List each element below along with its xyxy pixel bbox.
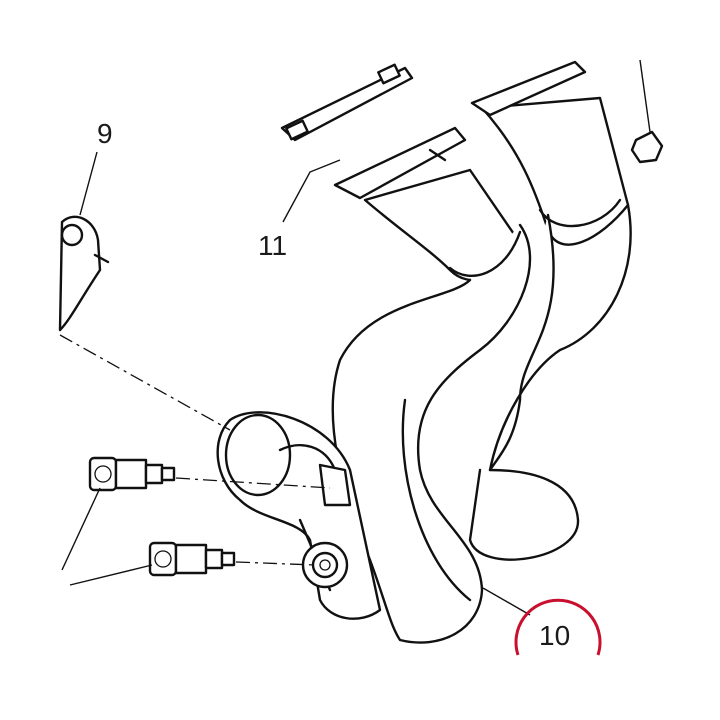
flange-front <box>333 126 467 200</box>
leader-line-upper-sensor <box>61 487 101 571</box>
callout-label-10[interactable]: 10 <box>539 620 571 651</box>
leader-line-9 <box>79 151 98 216</box>
oxygen-sensor-upper <box>88 456 176 492</box>
oxygen-sensor-9 <box>58 215 110 332</box>
callout-label-11: 11 <box>258 230 288 261</box>
oxygen-sensor-lower <box>148 541 236 577</box>
callout-label-9: 9 <box>97 118 113 149</box>
sensor-boss-upper <box>318 463 352 507</box>
rear-header-pipe <box>468 96 632 561</box>
flange-nut <box>630 59 664 164</box>
assembly-line-upper <box>175 477 331 489</box>
leader-line-10 <box>482 587 531 616</box>
sensor-boss-lower <box>301 541 349 589</box>
leader-line-lower-sensor <box>69 564 153 586</box>
front-header-pipe <box>331 168 532 644</box>
leader-line-11 <box>282 159 341 223</box>
assembly-line-9 <box>59 334 231 431</box>
gasket-plate <box>280 63 414 142</box>
flange-rear <box>470 60 587 117</box>
assembly-line-lower <box>235 561 316 566</box>
highlight-circle-10 <box>514 598 602 656</box>
